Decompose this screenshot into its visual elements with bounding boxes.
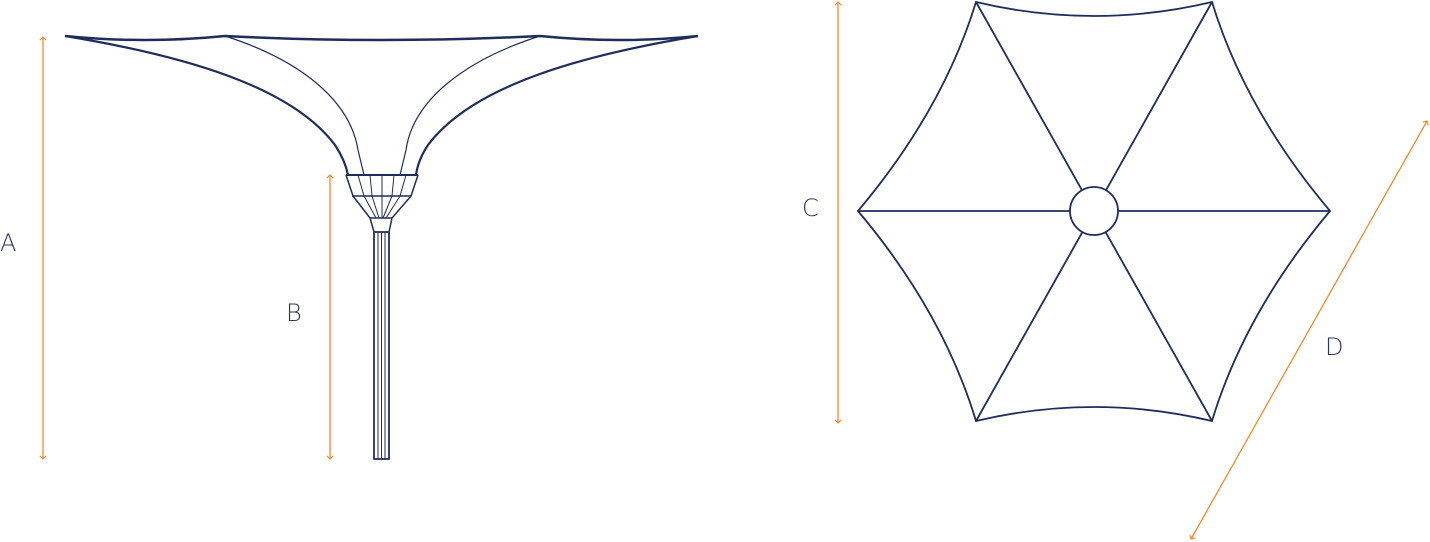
canopy-top-edge: [64, 34, 699, 42]
canopy-outer-right: [414, 34, 699, 176]
side-view: [64, 34, 699, 460]
dimension-label-a: A: [0, 229, 17, 257]
center-hub: [1069, 186, 1119, 236]
dimension-label-c: C: [802, 194, 819, 222]
dimension-line-d: [1189, 120, 1429, 540]
dimension-label-b: B: [286, 299, 302, 327]
canopy-inner-left: [224, 35, 365, 176]
top-view: [856, 0, 1332, 423]
canopy-inner-right: [399, 35, 541, 176]
dimension-label-d: D: [1325, 333, 1344, 361]
canopy-outer-left: [64, 34, 350, 176]
